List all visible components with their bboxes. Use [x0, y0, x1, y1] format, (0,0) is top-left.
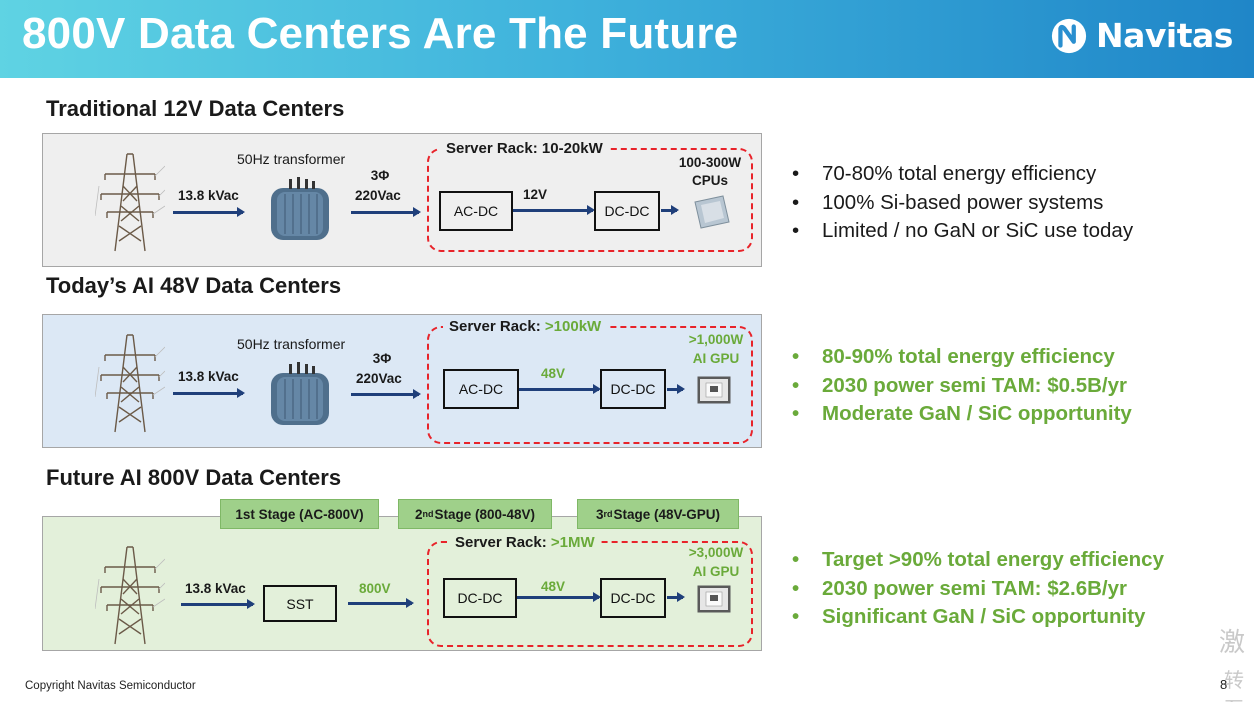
load-power-label: 100-300W — [678, 155, 742, 170]
stage-ordinal-suffix: rd — [603, 509, 613, 519]
title-banner: 800V Data Centers Are The Future Navitas — [0, 0, 1254, 78]
dc-dc-converter-box: DC-DC — [594, 191, 660, 231]
watermark-text: 转至 — [1224, 670, 1244, 702]
bullet-item: 2030 power semi TAM: $0.5B/yr — [790, 372, 1132, 401]
transformer-icon — [271, 362, 329, 425]
sst-box: SST — [263, 585, 337, 622]
rack-power-value: 10-20kW — [541, 140, 603, 157]
bullet-item: 2030 power semi TAM: $2.6B/yr — [790, 575, 1164, 604]
bullet-item: Limited / no GaN or SiC use today — [790, 217, 1133, 246]
ac-dc-converter-box: AC-DC — [439, 191, 513, 231]
transformer-label: 50Hz transformer — [237, 336, 346, 352]
navitas-logo: Navitas — [1050, 16, 1233, 55]
stage-text: Stage (800-48V) — [434, 506, 536, 522]
transmission-tower-icon — [95, 546, 165, 645]
arrow-transformer-to-rack — [351, 207, 421, 217]
rack-title-label: Server Rack: — [446, 140, 542, 157]
transformer-icon — [271, 177, 329, 240]
phase-label: 3Φ — [370, 168, 390, 183]
rack-title-label: Server Rack: — [455, 534, 551, 551]
watermark-text: 激 — [1219, 627, 1246, 657]
bullet-item: Moderate GaN / SiC opportunity — [790, 400, 1132, 429]
input-voltage-label: 13.8 kVac — [178, 369, 239, 384]
arrow-grid-to-sst — [181, 599, 255, 609]
stage-label-1: 1st Stage (AC-800V) — [220, 499, 379, 529]
input-voltage-label: 13.8 kVac — [185, 581, 246, 596]
transmission-tower-icon — [95, 334, 165, 433]
bullet-item: 80-90% total energy efficiency — [790, 343, 1132, 372]
rack-power-value: >100kW — [544, 318, 602, 335]
navitas-n-logo-icon — [1051, 18, 1087, 53]
transmission-tower-icon — [95, 153, 165, 252]
slide-title: 800V Data Centers Are The Future — [22, 9, 739, 58]
arrow-bus — [517, 592, 601, 602]
arrow-grid-to-transformer — [173, 207, 245, 217]
bullet-item: Target >90% total energy efficiency — [790, 546, 1164, 575]
arrow-grid-to-transformer — [173, 388, 245, 398]
load-name-label: AI GPU — [692, 564, 740, 579]
gpu-chip-icon — [697, 585, 731, 613]
sst-output-label: 800V — [359, 581, 391, 596]
bullet-item: 100% Si-based power systems — [790, 189, 1133, 218]
rack-title-label: Server Rack: — [449, 318, 545, 335]
input-voltage-label: 13.8 kVac — [178, 188, 239, 203]
stage-text: Stage (48V-GPU) — [613, 506, 721, 522]
load-name-label: AI GPU — [692, 351, 740, 366]
server-rack-title: Server Rack: 10-20kW — [440, 140, 609, 157]
arrow-bus — [519, 384, 601, 394]
load-power-label: >1,000W — [688, 332, 744, 347]
server-rack-title: Server Rack: >1MW — [449, 534, 601, 551]
logo-text: Navitas — [1096, 16, 1233, 55]
rack-power-value: >1MW — [550, 534, 595, 551]
page-number: 8 — [1220, 677, 1228, 692]
dc-dc-converter-box-2: DC-DC — [600, 578, 666, 618]
phase-label: 3Φ — [372, 351, 392, 366]
stage-ordinal: 3 — [595, 506, 604, 522]
section-title-future-800v: Future AI 800V Data Centers — [46, 465, 342, 490]
ac-dc-converter-box: AC-DC — [443, 369, 519, 409]
load-name-label: CPUs — [691, 173, 728, 188]
copyright-footer: Copyright Navitas Semiconductor — [25, 680, 196, 692]
arrow-transformer-to-rack — [351, 389, 421, 399]
bullet-item: 70-80% total energy efficiency — [790, 160, 1133, 189]
transformer-output-label: 220Vac — [355, 188, 401, 203]
diagram-panel-traditional: 13.8 kVac 50Hz transformer 3Φ 220Vac Ser… — [42, 133, 762, 267]
transformer-output-label: 220Vac — [356, 371, 402, 386]
arrow-to-load — [667, 592, 685, 602]
bullet-list-ai-48v: 80-90% total energy efficiency 2030 powe… — [790, 343, 1132, 429]
arrow-bus — [513, 205, 595, 215]
section-title-traditional: Traditional 12V Data Centers — [46, 96, 345, 121]
stage-ordinal-suffix: nd — [422, 509, 434, 519]
diagram-panel-future-800v: 13.8 kVac SST 800V Server Rack: >1MW DC-… — [42, 516, 762, 651]
diagram-panel-ai-48v: 13.8 kVac 50Hz transformer 3Φ 220Vac Ser… — [42, 314, 762, 448]
bus-voltage-label: 12V — [523, 187, 548, 202]
bus-voltage-label: 48V — [541, 579, 566, 594]
gpu-chip-icon — [697, 376, 731, 404]
bullet-list-traditional: 70-80% total energy efficiency 100% Si-b… — [790, 160, 1133, 246]
load-power-label: >3,000W — [688, 545, 744, 560]
transformer-label: 50Hz transformer — [237, 151, 346, 167]
arrow-to-load — [661, 205, 679, 215]
arrow-to-load — [667, 384, 685, 394]
arrow-sst-to-rack — [348, 598, 414, 608]
dc-dc-converter-box: DC-DC — [600, 369, 666, 409]
bullet-item: Significant GaN / SiC opportunity — [790, 603, 1164, 632]
bus-voltage-label: 48V — [541, 366, 566, 381]
section-title-ai-48v: Today’s AI 48V Data Centers — [46, 273, 342, 298]
bullet-list-future-800v: Target >90% total energy efficiency 2030… — [790, 546, 1164, 632]
cpu-chip-icon — [694, 195, 730, 229]
stage-ordinal: 2 — [414, 506, 423, 522]
dc-dc-converter-box-1: DC-DC — [443, 578, 517, 618]
server-rack-title: Server Rack: >100kW — [443, 318, 608, 335]
